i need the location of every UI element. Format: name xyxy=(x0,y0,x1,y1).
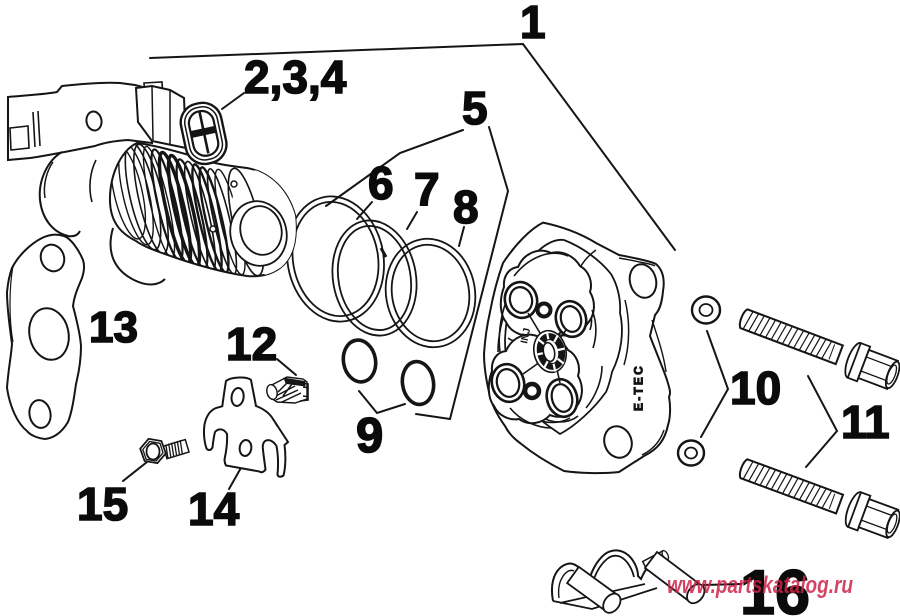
svg-text:12: 12 xyxy=(226,318,277,370)
svg-text:8: 8 xyxy=(453,181,479,233)
svg-text:11: 11 xyxy=(841,396,890,448)
svg-text:7: 7 xyxy=(414,163,440,215)
svg-text:9: 9 xyxy=(356,409,383,463)
svg-text:6: 6 xyxy=(368,157,394,209)
svg-text:E-TEC: E-TEC xyxy=(632,364,646,411)
svg-text:1: 1 xyxy=(520,0,546,48)
svg-text:5: 5 xyxy=(462,82,488,134)
svg-text:15: 15 xyxy=(77,478,128,530)
svg-text:13: 13 xyxy=(89,303,138,352)
svg-text:16: 16 xyxy=(740,558,810,616)
svg-text:10: 10 xyxy=(730,362,781,414)
svg-text:2,3,4: 2,3,4 xyxy=(244,51,347,103)
svg-text:14: 14 xyxy=(188,483,240,535)
svg-text:www.partskatalog.ru: www.partskatalog.ru xyxy=(667,572,853,599)
svg-text:INJ: INJ xyxy=(519,327,533,345)
